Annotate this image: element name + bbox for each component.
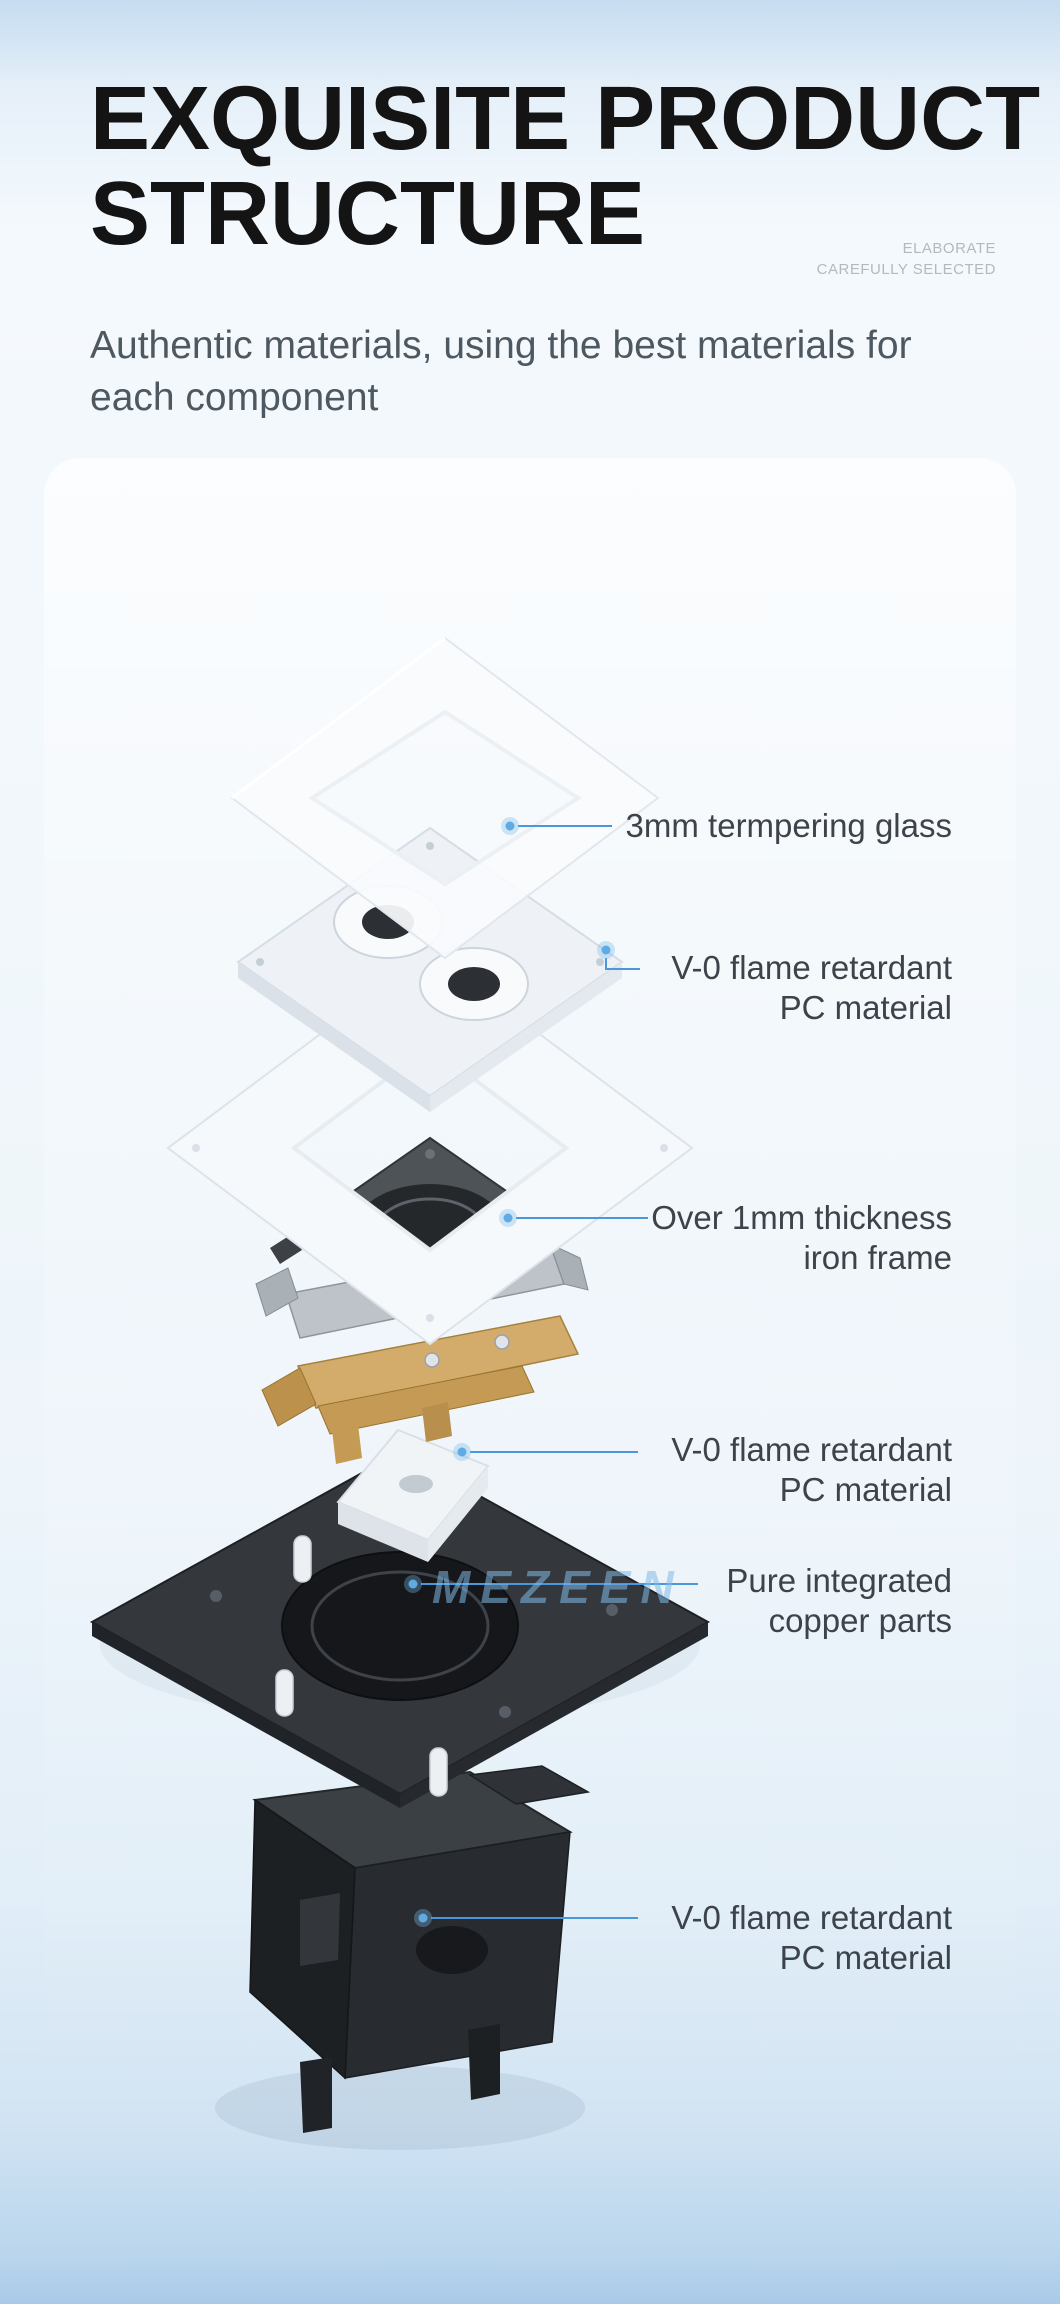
callout-label-pc-material-top: V-0 flame retardant PC material — [671, 948, 952, 1029]
plate-screw — [606, 1604, 618, 1616]
callout-text: copper parts — [768, 1602, 952, 1640]
module-shadow — [215, 2066, 585, 2150]
insert-slot — [399, 1475, 433, 1493]
plate-screw — [499, 1706, 511, 1718]
component-base-plate — [89, 1450, 711, 1808]
callout-text: Pure integrated — [726, 1562, 952, 1599]
callout-text: PC material — [779, 989, 952, 1027]
plate-screw — [210, 1590, 222, 1602]
copper-tab — [332, 1424, 362, 1464]
page-title-line1: EXQUISITE PRODUCT — [90, 69, 1041, 169]
white-peg — [275, 1669, 294, 1717]
module-side-detail — [300, 1893, 340, 1966]
tagline-line2: CAREFULLY SELECTED — [816, 261, 996, 278]
callout-text: 3mm termpering glass — [625, 807, 952, 844]
callout-text: Over 1mm thickness — [651, 1199, 952, 1236]
component-wall-frame — [166, 950, 694, 1346]
module-handle — [467, 1765, 591, 1805]
page-title-line2: STRUCTURE — [90, 164, 645, 265]
callout-text: V-0 flame retardant — [671, 1431, 952, 1468]
callout-text: PC material — [779, 1939, 952, 1977]
callout-text: V-0 flame retardant — [671, 949, 952, 986]
plate-opening — [281, 1551, 519, 1701]
callout-label-pc-material-bottom: V-0 flame retardant PC material — [671, 1898, 952, 1979]
callout-dot — [408, 1579, 418, 1589]
callout-line-pc-top — [605, 958, 640, 970]
component-glass-panel — [230, 636, 660, 960]
module-leg — [300, 2057, 332, 2133]
callout-text: V-0 flame retardant — [671, 1899, 952, 1936]
pc-frame-dimple — [426, 842, 434, 850]
brand-watermark: MEZEEN — [432, 1561, 684, 1613]
module-leg — [468, 2024, 500, 2100]
terminal-screw — [494, 1334, 510, 1350]
frame-dimple — [192, 1144, 200, 1152]
iron-frame-rivet — [425, 1149, 435, 1159]
frame-dimple — [660, 1144, 668, 1152]
pc-frame-dimple — [256, 958, 264, 966]
glass-highlight — [231, 636, 446, 800]
terminal-screw — [424, 1352, 440, 1368]
frame-dimple — [426, 1314, 434, 1322]
callout-dot — [418, 1913, 428, 1923]
callout-text: PC material — [779, 1471, 952, 1509]
callout-lines — [421, 825, 698, 1919]
component-pc-insert — [336, 1428, 490, 1562]
callout-label-copper-parts: Pure integrated copper parts — [726, 1561, 952, 1642]
pc-frame-dimple — [596, 958, 604, 966]
plate-ring — [310, 1570, 490, 1682]
callout-label-tempering-glass: 3mm termpering glass — [626, 806, 952, 846]
callout-label-iron-frame: Over 1mm thickness iron frame — [651, 1198, 952, 1279]
subtitle-line2: each component — [90, 376, 379, 420]
component-copper-parts — [261, 1315, 580, 1464]
component-bottom-module — [249, 1765, 591, 2133]
callout-label-pc-material-middle: V-0 flame retardant PC material — [671, 1430, 952, 1511]
copper-tab — [422, 1402, 452, 1442]
module-recess — [416, 1926, 488, 1974]
tagline: ELABORATE CAREFULLY SELECTED — [817, 238, 996, 280]
callout-text: iron frame — [803, 1239, 952, 1277]
tagline-line1: ELABORATE — [902, 240, 996, 257]
subtitle-line1: Authentic materials, using the best mate… — [90, 324, 912, 367]
page-subtitle: Authentic materials, using the best mate… — [90, 320, 912, 425]
callout-dot — [503, 1213, 513, 1223]
socket-back-hole — [448, 967, 500, 1001]
callout-dot — [505, 821, 515, 831]
white-peg — [429, 1747, 448, 1797]
callout-dot — [601, 945, 611, 955]
white-peg — [293, 1535, 312, 1583]
callout-dots — [404, 817, 615, 1927]
callout-dot — [457, 1447, 467, 1457]
page-title: EXQUISITE PRODUCT STRUCTURE — [90, 69, 1041, 265]
